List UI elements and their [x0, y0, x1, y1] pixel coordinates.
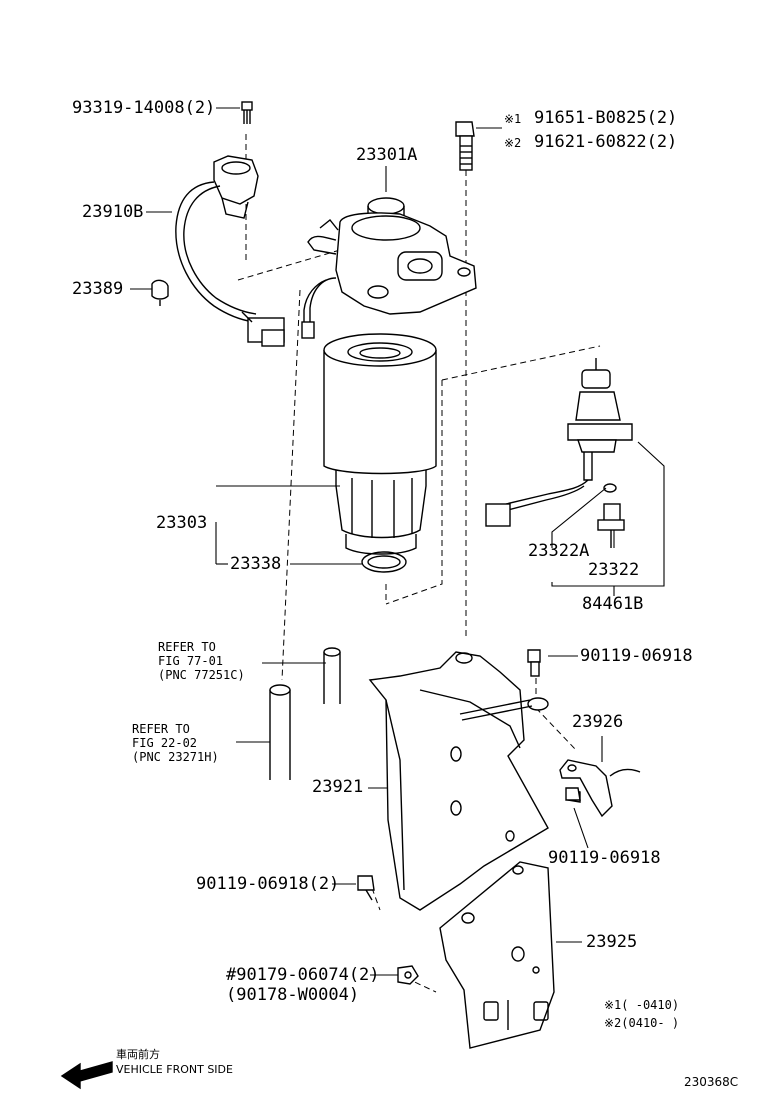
- part-label-bracket-lower: 23925: [586, 932, 638, 952]
- note-2: ※2(0410- ): [604, 1016, 680, 1030]
- bolt-bracket-right: [565, 787, 581, 801]
- leader-lines: [130, 107, 665, 976]
- part-label-bolt-bracket-top: 90119-06918: [580, 646, 693, 666]
- filter-element: [323, 333, 437, 555]
- bolt-bracket-left: [357, 875, 375, 901]
- hose-lower: [269, 684, 291, 780]
- bolt-top-right: [455, 121, 475, 171]
- part-label-bolt-note2: 91621-60822(2): [534, 132, 678, 152]
- refer1-line2: FIG 77-01: [158, 654, 224, 668]
- bracket-lower: [439, 861, 555, 1049]
- refer2-line2: FIG 22-02: [132, 736, 198, 750]
- diagram-code: 230368C: [684, 1075, 739, 1089]
- part-label-element: 23303: [156, 513, 208, 533]
- front-label-en: VEHICLE FRONT SIDE: [116, 1063, 233, 1076]
- refer2-line1: REFER TO: [132, 722, 190, 736]
- water-sensor: [485, 358, 633, 548]
- refer1-line3: (PNC 77251C): [158, 668, 245, 682]
- filter-head: [301, 197, 477, 339]
- part-label-filter-head: 23301A: [356, 145, 418, 165]
- bolt-bracket-top: [527, 649, 541, 677]
- part-label-bolt-note1: 91651-B0825(2): [534, 108, 678, 128]
- part-label-bracket-main: 23921: [312, 777, 364, 797]
- front-arrow-icon: [60, 1061, 113, 1090]
- part-label-clip: 23389: [72, 279, 124, 299]
- part-label-nut-line2: (90178-W0004): [226, 985, 360, 1005]
- part-label-nut-line1: #90179-06074(2): [226, 965, 380, 985]
- part-label-bracket-small: 23926: [572, 712, 624, 732]
- bracket-main: [368, 651, 549, 911]
- part-label-bolt-top-left: 93319-14008(2): [72, 98, 216, 118]
- gasket: [361, 551, 407, 573]
- note-mark-1: ※1: [504, 112, 522, 126]
- nut: [397, 965, 419, 985]
- note-mark-2: ※2: [504, 136, 522, 150]
- hose-upper: [323, 647, 341, 704]
- refer2-line3: (PNC 23271H): [132, 750, 219, 764]
- refer1-line1: REFER TO: [158, 640, 216, 654]
- part-label-bolt-bracket-right: 90119-06918: [548, 848, 661, 868]
- bolt-top-left: [241, 101, 253, 124]
- part-label-bolt-bracket-left: 90119-06918(2): [196, 874, 340, 894]
- part-label-sensor-sub: 84461B: [582, 594, 644, 614]
- sensor-harness: [175, 155, 285, 347]
- part-label-sensor: 23322: [588, 560, 640, 580]
- part-label-sensor-assy: 23910B: [82, 202, 144, 222]
- part-label-sensor-o-ring: 23322A: [528, 541, 590, 561]
- note-1: ※1( -0410): [604, 998, 680, 1012]
- clip: [151, 279, 169, 306]
- part-label-gasket: 23338: [230, 554, 282, 574]
- front-label-jp: 車両前方: [116, 1048, 160, 1061]
